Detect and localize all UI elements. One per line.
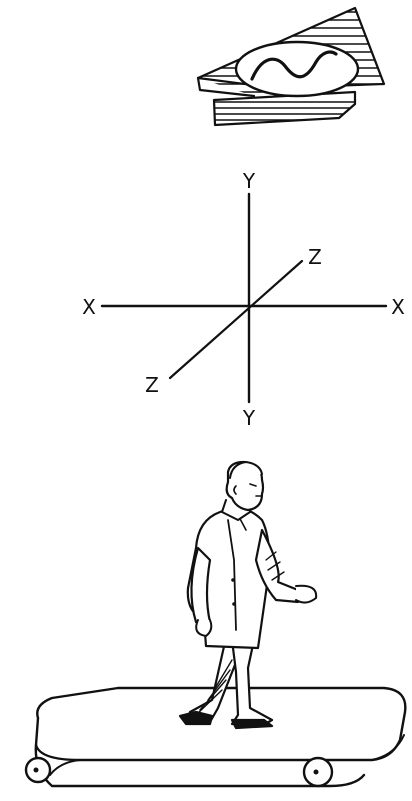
x-right-label: X [391,295,405,319]
z-top-label: Z [308,245,322,269]
x-left-label: X [82,295,96,319]
z-bottom-label: Z [145,373,159,397]
sine-wave-plate-icon [196,6,386,127]
xyz-axes: Y Y X X Z Z [82,169,405,430]
y-bottom-label: Y [242,406,256,430]
z-axis [168,259,304,380]
y-top-label: Y [242,169,256,193]
person-walking-on-treadmill-icon [178,460,318,730]
treadmill [24,686,407,788]
